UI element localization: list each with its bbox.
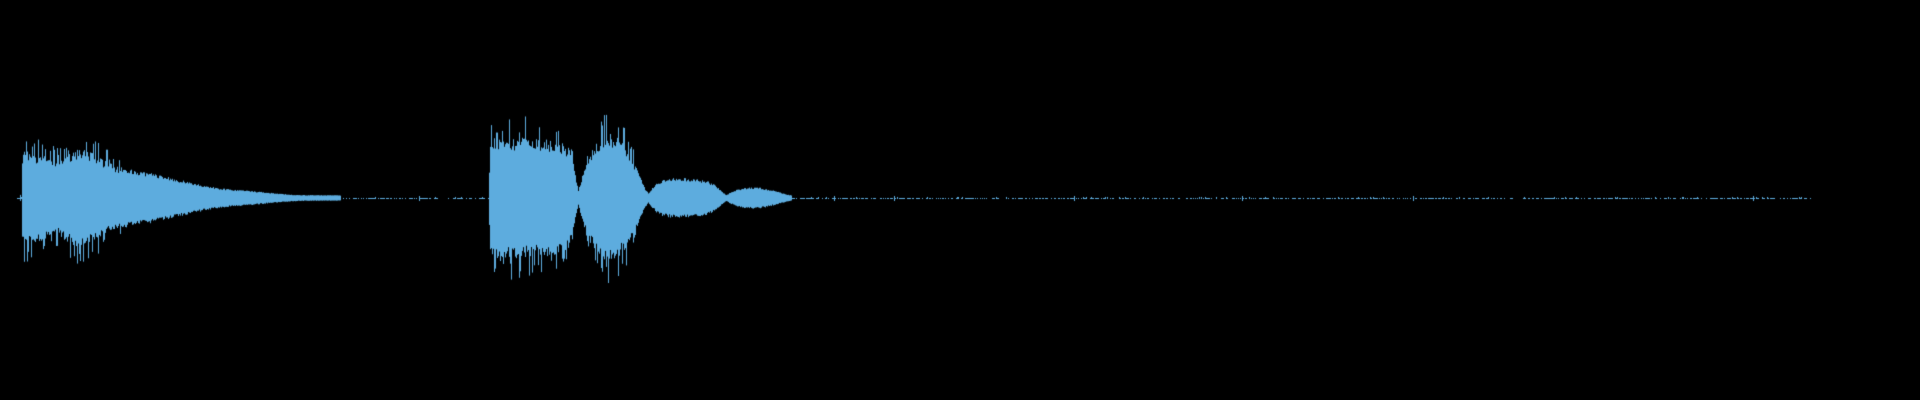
waveform-stage <box>0 0 1920 400</box>
audio-waveform <box>0 0 1920 400</box>
